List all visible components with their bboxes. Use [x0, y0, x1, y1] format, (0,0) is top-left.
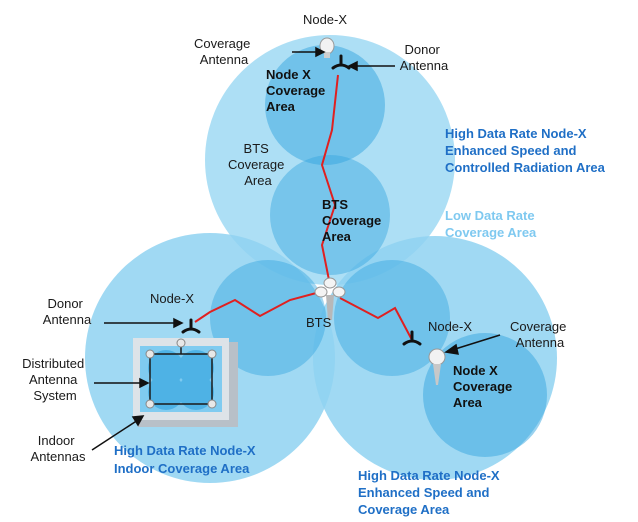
high-rate-enhanced-coverage-label: High Data Rate Node-X Enhanced Speed and… — [358, 468, 503, 517]
donor-antenna-label-top: Donor Antenna — [400, 42, 449, 73]
node-x-coverage-circle-top — [265, 45, 385, 165]
high-rate-enhanced-controlled-label: High Data Rate Node-X Enhanced Speed and… — [445, 126, 606, 175]
link-to-right-node — [339, 297, 413, 341]
donor-antenna-label-left: Donor Antenna — [43, 296, 92, 327]
bts-tower-icon — [314, 277, 346, 320]
bts-inner-circle-right — [334, 260, 450, 376]
rf-links — [194, 74, 413, 341]
link-to-left-node — [194, 291, 321, 323]
pointer-arrows — [91, 46, 501, 451]
low-data-rate-label: Low Data Rate Coverage Area — [445, 208, 538, 240]
coverage-antenna-label-right: Coverage Antenna — [510, 319, 570, 350]
coverage-antenna-icon — [428, 348, 446, 385]
bts-label: BTS — [306, 315, 332, 330]
donor-antenna-icon — [331, 54, 351, 70]
high-rate-indoor-label: High Data Rate Node-X Indoor Coverage Ar… — [114, 443, 259, 476]
bts-inner-coverage — [210, 155, 450, 376]
node-x-label-top: Node-X — [303, 12, 347, 27]
link-to-top-node — [320, 74, 339, 286]
das-box — [133, 338, 238, 427]
node-x-label-right: Node-X — [428, 319, 472, 334]
donor-antenna-icon — [402, 330, 422, 346]
das-label: Distributed Antenna System — [22, 356, 88, 403]
node-x-coverage-label-right: Node X Coverage Area — [453, 363, 516, 410]
indoor-antennas-label: Indoor Antennas — [31, 433, 86, 464]
indoor-antenna-icon — [145, 338, 217, 409]
bts-coverage-area-bold-label: BTS Coverage Area — [322, 197, 385, 244]
node-x-coverage-label-top: Node X Coverage Area — [266, 67, 329, 114]
bts-inner-circle-top — [270, 155, 390, 275]
das-petals — [148, 350, 214, 410]
bts-inner-circle-left — [210, 260, 326, 376]
donor-antenna-icon — [181, 318, 201, 334]
coverage-antenna-label-top: Coverage Antenna — [194, 36, 254, 67]
node-x-label-left: Node-X — [150, 291, 194, 306]
coverage-antenna-icon — [319, 37, 335, 58]
bts-coverage-area-label: BTS Coverage Area — [228, 141, 288, 188]
node-x-coverage-circle-right — [423, 333, 547, 457]
